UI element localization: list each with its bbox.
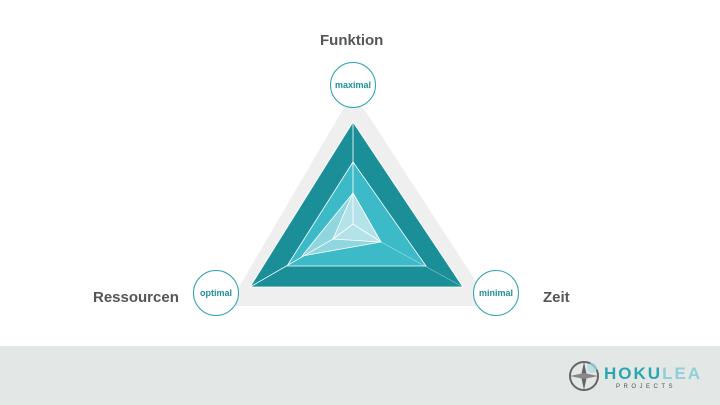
logo-subtitle: PROJECTS [616,384,677,390]
label-ressourcen: Ressourcen [93,289,179,306]
marker-optimal: optimal [193,270,239,316]
axis-line-left-outer [249,238,334,288]
compass-logo-icon [569,361,599,391]
label-funktion: Funktion [320,32,384,49]
axis-line-left [332,223,354,240]
logo-lea: LEA [662,364,703,383]
logo-text: HOKULEA [604,364,702,384]
axis-line-right [352,223,382,243]
label-zeit: Zeit [543,289,570,306]
marker-minimal: minimal [473,270,519,316]
logo-hoku: HOKU [604,364,663,383]
axis-line-right-outer [380,241,464,288]
marker-maximal: maximal [330,62,376,108]
footer-bar [0,346,720,405]
